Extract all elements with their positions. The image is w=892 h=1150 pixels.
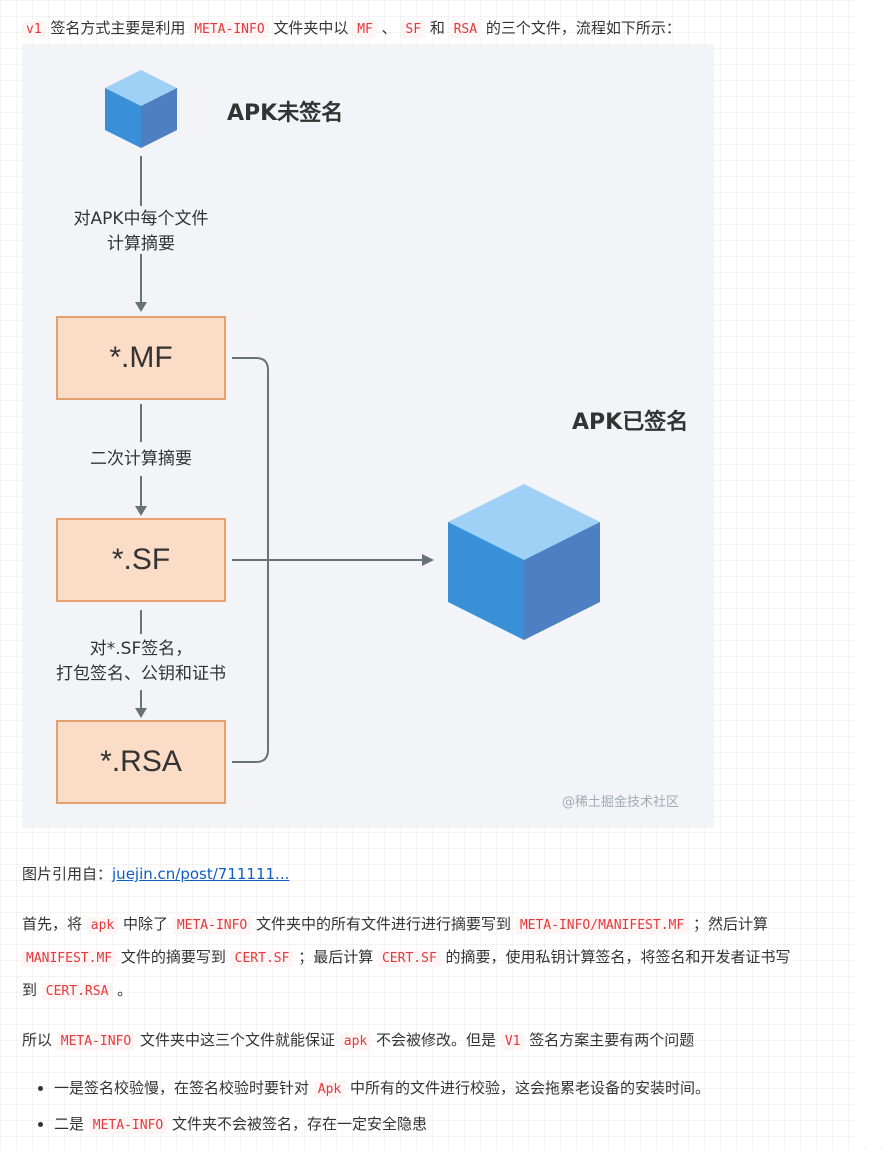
text: 不会被修改。但是 — [371, 1031, 501, 1049]
inline-code: v1 — [22, 21, 46, 38]
inline-code: V1 — [500, 1033, 525, 1050]
inline-code: SF — [401, 21, 426, 38]
issues-list: 一是签名校验慢，在签名校验时要针对 Apk 中所有的文件进行校验，这会拖累老设备… — [22, 1078, 710, 1150]
signed-title: APK已签名 — [572, 410, 689, 435]
text: 所以 — [22, 1031, 57, 1049]
watermark: @稀土掘金技术社区 — [562, 795, 680, 810]
unsigned-apk-cube-icon — [105, 70, 177, 148]
step3-label-line1: 对*.SF签名， — [89, 639, 193, 659]
signed-apk-cube-icon — [448, 484, 600, 640]
text: 。 — [112, 981, 133, 999]
inline-code: META-INFO/MANIFEST.MF — [515, 917, 689, 934]
text: 的摘要，使用私钥计算签名，将签名和开发者证书写 — [440, 948, 791, 966]
mf-file-box: *.MF — [56, 316, 226, 400]
citation-link[interactable]: juejin.cn/post/711111... — [112, 865, 290, 883]
step3-label-line2: 打包签名、公钥和证书 — [56, 664, 226, 684]
inline-code: MF — [353, 21, 377, 38]
text: 和 — [425, 19, 450, 37]
right-margin — [854, 0, 892, 1147]
step3-label: 对*.SF签名， 打包签名、公钥和证书 — [36, 637, 246, 687]
sf-file-box: *.SF — [56, 518, 226, 602]
step1-label: 对APK中每个文件 计算摘要 — [66, 207, 216, 257]
signing-flow-diagram: APK未签名 APK已签名 对APK中每个文件 计算摘要 *.MF 二次计算摘要… — [22, 44, 714, 828]
text: 文件夹中以 — [268, 19, 354, 37]
citation-prefix: 图片引用自： — [22, 865, 113, 883]
para1-line2: MANIFEST.MF 文件的摘要写到 CERT.SF ；最后计算 CERT.S… — [22, 947, 791, 969]
inline-code: apk — [86, 917, 119, 934]
text: 文件夹中这三个文件就能保证 — [135, 1031, 340, 1049]
inline-code: META-INFO — [172, 917, 252, 934]
inline-code: apk — [339, 1033, 372, 1050]
inline-code: CERT.SF — [377, 950, 441, 967]
arrow-head-right-icon — [422, 554, 434, 566]
text: 文件夹不会被签名，存在一定安全隐患 — [167, 1115, 428, 1133]
image-citation: 图片引用自：juejin.cn/post/711111... — [22, 864, 289, 884]
intro-paragraph: v1 签名方式主要是利用 META-INFO 文件夹中以 MF 、 SF 和 R… — [22, 18, 681, 40]
para2: 所以 META-INFO 文件夹中这三个文件就能保证 apk 不会被修改。但是 … — [22, 1030, 694, 1052]
text: 的三个文件，流程如下所示： — [481, 19, 681, 37]
text: 签名方案主要有两个问题 — [524, 1031, 695, 1049]
list-item: 二是 META-INFO 文件夹不会被签名，存在一定安全隐患 — [54, 1114, 710, 1136]
text: 、 — [376, 19, 402, 37]
step1-label-line1: 对APK中每个文件 — [73, 209, 209, 229]
para1-line3: 到 CERT.RSA 。 — [22, 980, 132, 1002]
list-item: 一是签名校验慢，在签名校验时要针对 Apk 中所有的文件进行校验，这会拖累老设备… — [54, 1078, 710, 1100]
inline-code: CERT.RSA — [41, 983, 113, 1000]
flow-arrows — [135, 156, 147, 718]
inline-code: MANIFEST.MF — [22, 950, 117, 967]
text: 二是 — [54, 1115, 89, 1133]
inline-code: META-INFO — [190, 21, 269, 38]
text: 首先，将 — [22, 915, 87, 933]
text: ；最后计算 — [293, 948, 378, 966]
inline-code: CERT.SF — [230, 950, 294, 967]
inline-code: RSA — [449, 21, 482, 38]
inline-code: META-INFO — [56, 1033, 136, 1050]
text: 到 — [22, 981, 42, 999]
text: 文件的摘要写到 — [116, 948, 231, 966]
text: 文件夹中的所有文件进行进行摘要写到 — [251, 915, 516, 933]
text: 中除了 — [118, 915, 173, 933]
step2-label: 二次计算摘要 — [90, 449, 192, 469]
merge-bracket — [232, 357, 422, 763]
para1-line1: 首先，将 apk 中除了 META-INFO 文件夹中的所有文件进行进行摘要写到… — [22, 914, 768, 936]
diagram-graphics — [105, 70, 600, 763]
text: 签名方式主要是利用 — [45, 19, 191, 37]
step1-label-line2: 计算摘要 — [107, 234, 175, 254]
inline-code: Apk — [313, 1081, 346, 1098]
text: ；然后计算 — [688, 915, 768, 933]
unsigned-title: APK未签名 — [227, 101, 344, 126]
inline-code: META-INFO — [88, 1117, 168, 1134]
text: 中所有的文件进行校验，这会拖累老设备的安装时间。 — [345, 1079, 711, 1097]
text: 一是签名校验慢，在签名校验时要针对 — [54, 1079, 314, 1097]
rsa-file-box: *.RSA — [56, 720, 226, 804]
